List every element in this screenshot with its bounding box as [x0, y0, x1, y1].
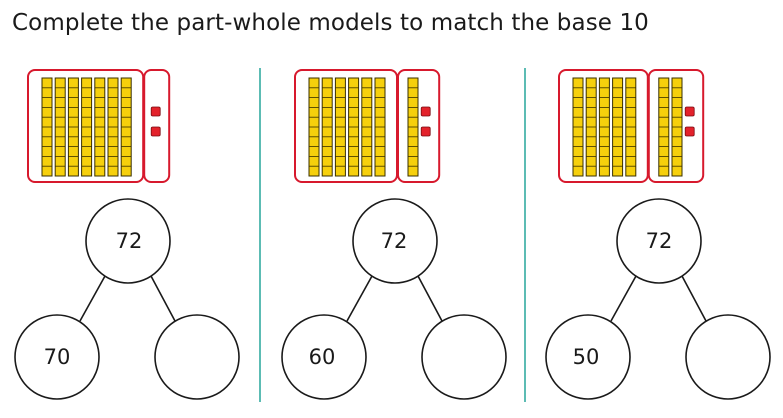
left-part-circle	[14, 314, 100, 400]
right-part-circle	[154, 314, 240, 400]
ten-rod	[81, 77, 93, 177]
part-whole-model-1: 72 70	[0, 0, 260, 418]
left-branch-line	[610, 275, 637, 322]
one-cube	[150, 126, 161, 137]
divider-line	[259, 68, 261, 402]
left-part-circle-value: 70	[43, 345, 71, 369]
one-cube	[420, 106, 431, 117]
ten-rod	[54, 77, 66, 177]
one-cube	[684, 126, 695, 137]
part-whole-model-3: 72 50	[531, 0, 783, 418]
part-whole-model-2: 72 60	[267, 0, 527, 418]
right-group-frame	[647, 69, 705, 183]
right-group-frame	[143, 69, 171, 183]
ten-rod	[625, 77, 637, 177]
ten-rod	[334, 77, 346, 177]
ten-rod	[585, 77, 597, 177]
left-part-circle-value: 50	[572, 345, 600, 369]
whole-circle	[85, 198, 171, 284]
base-ten-and-tree-drawing	[281, 69, 507, 400]
ten-rod	[41, 77, 53, 177]
left-part-circle	[545, 314, 631, 400]
divider-line	[524, 68, 526, 402]
one-cube	[150, 106, 161, 117]
ten-rod	[107, 77, 119, 177]
right-branch-line	[150, 275, 176, 322]
left-part-circle-value: 60	[308, 345, 336, 369]
whole-circle-value: 72	[645, 229, 673, 253]
ten-rod	[308, 77, 320, 177]
one-cube	[420, 126, 431, 137]
ten-rod	[348, 77, 360, 177]
ten-rod	[67, 77, 79, 177]
ten-rod	[671, 77, 683, 177]
whole-circle-value: 72	[115, 229, 143, 253]
ten-rod	[321, 77, 333, 177]
left-part-circle	[281, 314, 367, 400]
one-cube	[684, 106, 695, 117]
ten-rod	[94, 77, 106, 177]
base-ten-and-tree-drawing	[14, 69, 240, 400]
ten-rod	[658, 77, 670, 177]
instruction-text: Complete the part-whole models to match …	[12, 10, 649, 36]
ten-rod	[374, 77, 386, 177]
whole-circle	[616, 198, 702, 284]
left-branch-line	[79, 275, 106, 322]
right-group-frame	[397, 69, 441, 183]
ten-rod	[120, 77, 132, 177]
right-part-circle	[685, 314, 771, 400]
whole-circle-value: 72	[380, 229, 408, 253]
ten-rod	[361, 77, 373, 177]
right-part-circle	[421, 314, 507, 400]
whole-circle	[352, 198, 438, 284]
ten-rod	[407, 77, 419, 177]
left-group-frame	[558, 69, 649, 183]
base-ten-and-tree-drawing	[545, 69, 771, 400]
right-branch-line	[681, 275, 707, 322]
left-branch-line	[346, 275, 373, 322]
ten-rod	[612, 77, 624, 177]
right-branch-line	[417, 275, 443, 322]
ten-rod	[598, 77, 610, 177]
ten-rod	[572, 77, 584, 177]
